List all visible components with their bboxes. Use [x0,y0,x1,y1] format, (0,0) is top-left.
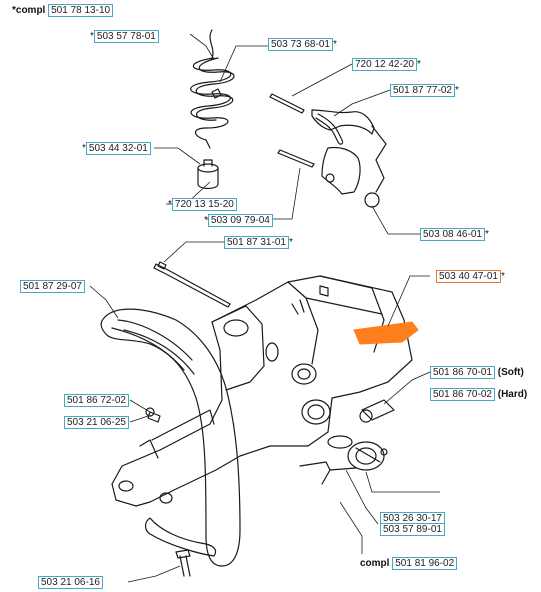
label-503-21-06-16: 503 21 06-16 [38,576,103,589]
part-number-link[interactable]: 503 21 06-25 [64,416,129,429]
label-prefix: compl [360,558,390,569]
part-number-link[interactable]: 501 81 96-02 [392,557,458,570]
label-suffix: * [484,229,489,240]
label-501-87-77-02: 501 87 77-02* [390,84,459,97]
spring-part [190,29,235,149]
label-503-57-89-01: 503 57 89-01 [380,523,445,536]
label-503-73-68-01: 503 73 68-01* [268,38,337,51]
label-503-44-32-01: *503 44 32-01 [82,142,151,155]
part-number-link[interactable]: 501 87 77-02 [390,84,455,97]
label-501-87-31-01: 501 87 31-01* [224,236,293,249]
part-number-link[interactable]: 503 09 79-04 [207,214,273,227]
label-501-86-70-01: 501 86 70-01 (Soft) [430,366,524,379]
buffer-bolt-part [359,399,395,423]
label-503-09-79-04: *503 09 79-04 [204,214,273,227]
part-number-link[interactable]: 503 08 46-01 [420,228,485,241]
screw-part [145,407,191,577]
part-number-link[interactable]: 501 86 70-02 [430,388,495,401]
pin-part [269,93,305,114]
part-number-link[interactable]: 503 40 47-01 [436,270,501,283]
label-720-13-15-20: *720 13 15-20 [168,198,237,211]
label-720-12-42-20: 720 12 42-20* [352,58,421,71]
part-number-link[interactable]: 501 86 70-01 [430,366,495,379]
label-503-21-06-25: 503 21 06-25 [64,416,129,429]
strap-part [299,461,357,485]
lower-handle-part [144,517,217,557]
part-number-link[interactable]: 501 78 13-10 [48,4,114,17]
label-501-81-96-02: compl 501 81 96-02 [360,557,458,570]
throttle-lever-part [311,109,375,145]
label-prefix: * [204,215,208,226]
rubber-buffer-part [197,159,219,190]
label-prefix: *compl [12,5,46,16]
label-suffix: (Soft) [497,367,524,378]
pin-2-part [277,149,315,168]
handle-housing-part [111,275,413,507]
part-number-link[interactable]: 503 57 78-01 [93,30,159,43]
part-number-link[interactable]: 503 21 06-16 [38,576,103,589]
leader-lines [89,33,440,583]
part-number-link[interactable]: 501 86 72-02 [64,394,129,407]
spring-clip-part [364,125,387,208]
label-501-78-13-10: *compl 501 78 13-10 [12,4,114,17]
label-suffix: * [416,59,421,70]
front-handle-part [100,308,241,567]
label-503-40-47-01: 503 40 47-01* [436,270,505,283]
label-suffix: * [454,85,459,96]
label-501-87-29-07: 501 87 29-07 [20,280,85,293]
label-prefix: * [82,143,86,154]
throttle-trigger-part [321,146,361,195]
label-501-86-72-02: 501 86 72-02 [64,394,129,407]
label-503-08-46-01: 503 08 46-01* [420,228,489,241]
part-number-link[interactable]: 501 87 31-01 [224,236,289,249]
choke-rod-part [153,261,231,308]
highlighted-part[interactable] [353,321,419,345]
tank-cap-part [327,435,388,471]
label-suffix: * [332,39,337,50]
label-503-57-78-01: *503 57 78-01 [90,30,159,43]
part-number-link[interactable]: 503 44 32-01 [85,142,151,155]
label-suffix: * [500,271,505,282]
part-number-link[interactable]: 720 13 15-20 [171,198,237,211]
part-number-link[interactable]: 501 87 29-07 [20,280,85,293]
label-suffix: * [288,237,293,248]
label-501-86-70-02: 501 86 70-02 (Hard) [430,388,527,401]
part-number-link[interactable]: 503 57 89-01 [380,523,445,536]
label-suffix: (Hard) [497,389,528,400]
part-number-link[interactable]: 720 12 42-20 [352,58,417,71]
label-prefix: * [90,31,94,42]
part-number-link[interactable]: 503 73 68-01 [268,38,333,51]
label-prefix: * [168,199,172,210]
